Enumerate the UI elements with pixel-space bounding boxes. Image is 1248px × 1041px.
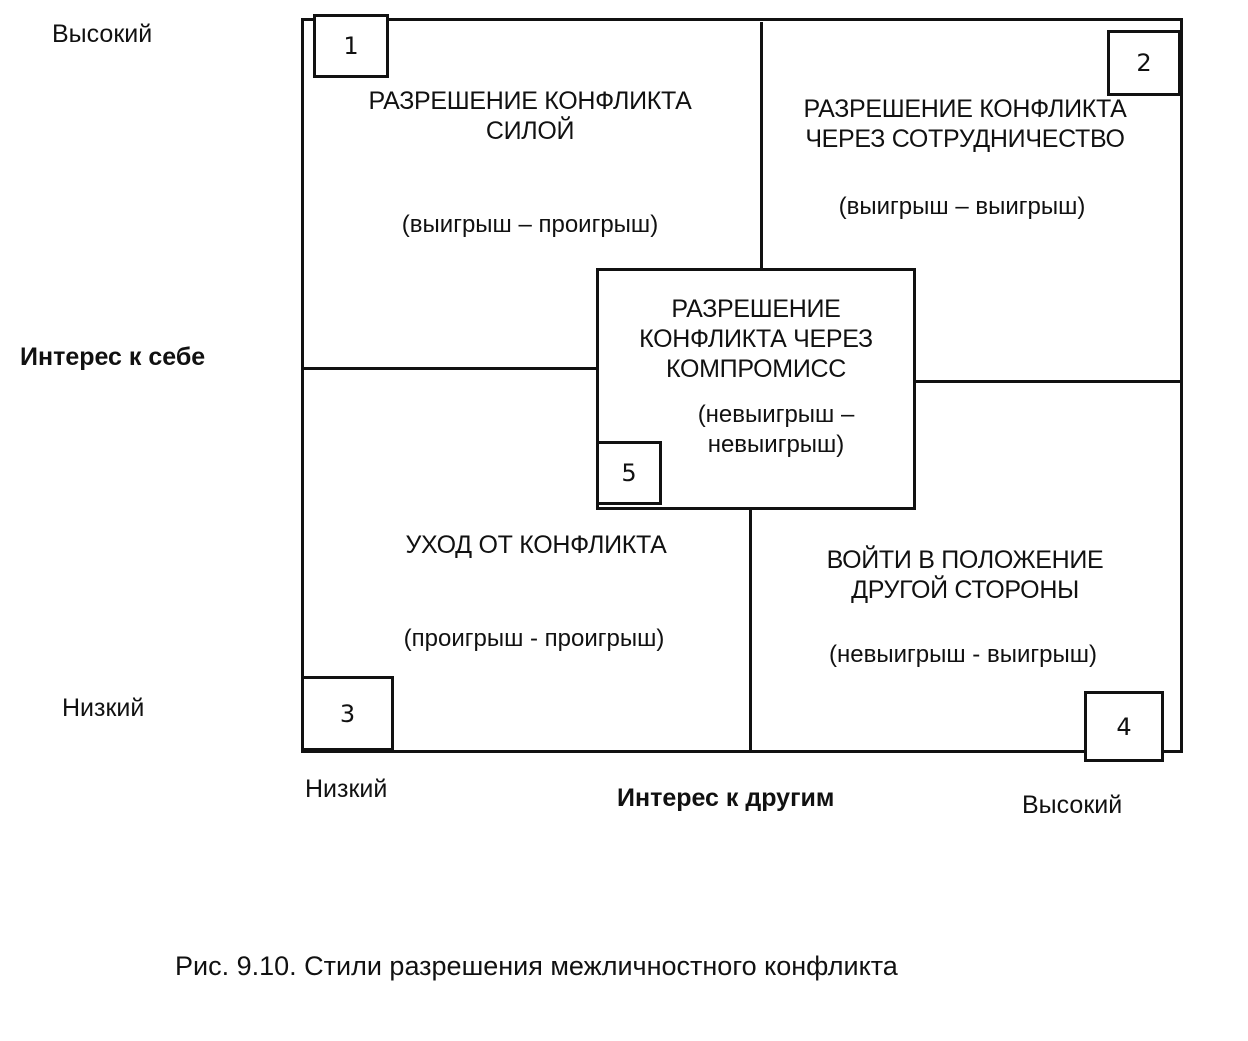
quadrant-2-title: РАЗРЕШЕНИЕ КОНФЛИКТА ЧЕРЕЗ СОТРУДНИЧЕСТВ…: [765, 94, 1165, 154]
y-axis-high-label: Высокий: [52, 20, 153, 48]
divider-vertical-bottom: [749, 508, 752, 752]
quadrant-4-outcome: (невыигрыш - выигрыш): [829, 641, 1097, 668]
quadrant-4-title: ВОЙТИ В ПОЛОЖЕНИЕ ДРУГОЙ СТОРОНЫ: [765, 545, 1165, 605]
matrix-frame: [301, 18, 1183, 753]
quadrant-4-title-line-1: ВОЙТИ В ПОЛОЖЕНИЕ: [826, 546, 1104, 574]
compromise-title: РАЗРЕШЕНИЕ КОНФЛИКТА ЧЕРЕЗ КОМПРОМИСС: [596, 294, 916, 384]
divider-vertical-top: [760, 22, 763, 272]
compromise-outcome: (невыигрыш – невыигрыш): [616, 400, 936, 460]
compromise-outcome-line-1: (невыигрыш –: [697, 401, 855, 428]
divider-horizontal-right: [914, 380, 1182, 383]
divider-horizontal-left: [303, 367, 600, 370]
compromise-title-line-1: РАЗРЕШЕНИЕ: [671, 295, 841, 323]
quadrant-1-number: 1: [313, 14, 389, 78]
quadrant-1-title: РАЗРЕШЕНИЕ КОНФЛИКТА СИЛОЙ: [330, 86, 730, 146]
quadrant-1-outcome: (выигрыш – проигрыш): [401, 211, 659, 238]
quadrant-3-outcome: (проигрыш - проигрыш): [403, 625, 665, 652]
compromise-outcome-line-2: невыигрыш): [707, 431, 845, 458]
quadrant-3-title-line-1: УХОД ОТ КОНФЛИКТА: [405, 531, 667, 559]
x-axis-title: Интерес к другим: [617, 784, 835, 812]
quadrant-2-title-line-1: РАЗРЕШЕНИЕ КОНФЛИКТА: [803, 95, 1127, 123]
quadrant-4-title-line-2: ДРУГОЙ СТОРОНЫ: [851, 576, 1079, 604]
quadrant-4-number: 4: [1084, 691, 1164, 762]
quadrant-1-title-line-2: СИЛОЙ: [485, 117, 575, 145]
quadrant-2-title-line-2: ЧЕРЕЗ СОТРУДНИЧЕСТВО: [805, 125, 1125, 153]
quadrant-1-title-line-1: РАЗРЕШЕНИЕ КОНФЛИКТА: [368, 87, 692, 115]
compromise-number: 5: [596, 441, 662, 505]
quadrant-2-outcome: (выигрыш – выигрыш): [838, 193, 1086, 220]
compromise-title-line-3: КОМПРОМИСС: [666, 355, 846, 383]
quadrant-2-number: 2: [1107, 30, 1181, 96]
x-axis-low-label: Низкий: [305, 775, 388, 803]
x-axis-high-label: Высокий: [1022, 791, 1123, 819]
figure-caption: Рис. 9.10. Стили разрешения межличностно…: [175, 951, 898, 981]
y-axis-low-label: Низкий: [62, 694, 145, 722]
compromise-title-line-2: КОНФЛИКТА ЧЕРЕЗ: [639, 325, 873, 353]
y-axis-title: Интерес к себе: [20, 343, 206, 371]
quadrant-3-title: УХОД ОТ КОНФЛИКТА: [336, 530, 736, 560]
quadrant-3-number: 3: [301, 676, 394, 751]
